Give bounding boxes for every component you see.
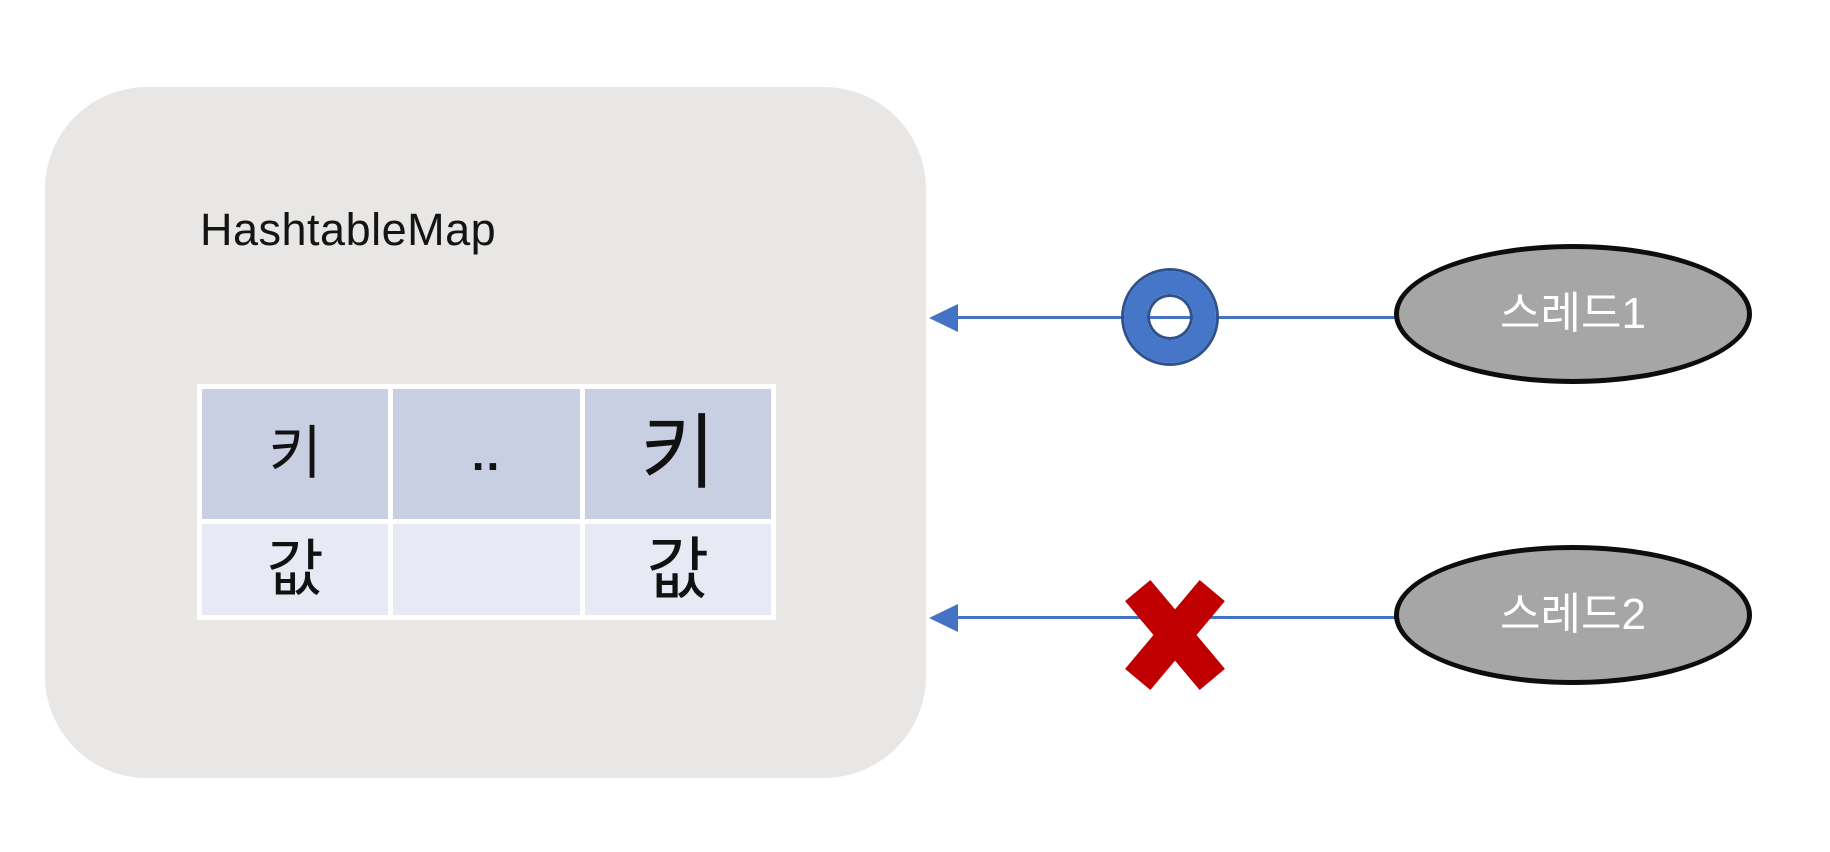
table-cell-key-2: 키 bbox=[584, 389, 771, 519]
key-value-table: 키 .. 키 값 값 bbox=[197, 384, 776, 620]
table-cell-ellipsis: .. bbox=[393, 389, 580, 519]
table-cell-key-1: 키 bbox=[202, 389, 389, 519]
thread2-label: 스레드2 bbox=[1500, 590, 1646, 639]
table-cell-value-empty bbox=[393, 524, 580, 615]
x-cross-icon bbox=[1125, 579, 1225, 696]
thread2-arrowhead-icon bbox=[929, 604, 958, 632]
thread2-node: 스레드2 bbox=[1394, 545, 1752, 685]
thread1-node: 스레드1 bbox=[1394, 244, 1752, 384]
table-cell-value-2: 값 bbox=[584, 524, 771, 615]
thread1-label: 스레드1 bbox=[1500, 289, 1646, 338]
hashtable-title: HashtableMap bbox=[200, 204, 497, 255]
table-cell-value-1: 값 bbox=[202, 524, 389, 615]
thread1-arrowhead-icon bbox=[929, 304, 958, 332]
o-ring-icon bbox=[1124, 271, 1216, 363]
